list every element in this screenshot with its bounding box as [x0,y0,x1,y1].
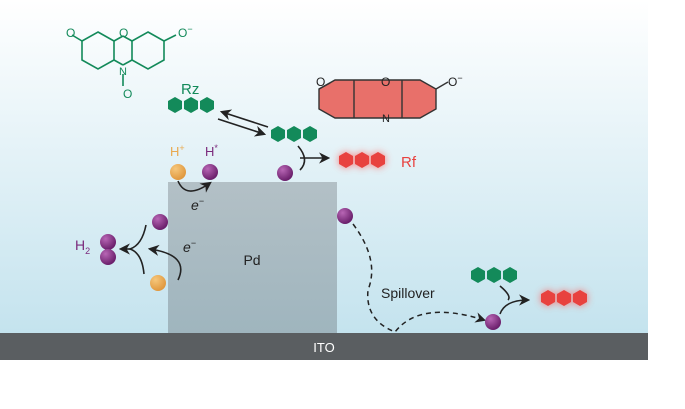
hydrogen-atom-ball [152,214,168,230]
resazurin-ring-oxygen: O [119,26,128,40]
spillover-path-arrow [352,223,487,333]
resorufin-oxide-label: O− [448,73,463,89]
resorufin-structure [318,79,449,119]
desorption-arrow [219,109,269,128]
reduction-arrow [297,145,328,171]
h2-atom-ball [100,249,116,265]
spillover-label: Spillover [381,285,435,301]
rz-adsorbed-molecule-icon [271,126,317,142]
rf-molecule-icon [541,290,587,306]
resazurin-structure [71,31,177,86]
resazurin-nitrogen: N [119,66,127,78]
reduction-arrow [499,285,528,315]
pd-label: Pd [243,252,260,268]
h2-label: H2 [75,237,90,256]
hydrogen-atom-ball [277,165,293,181]
pd-block [168,182,337,333]
proton-reduction-arrow [177,180,212,193]
resorufin-nitrogen: N [382,113,390,125]
rz-label: Rz [181,81,199,98]
resorufin-ring-oxygen: O [381,75,390,89]
h2-atom-ball [100,234,116,250]
electron-label: e− [183,238,196,255]
electron-transfer-arrow [147,244,182,281]
adsorption-arrow [217,118,267,137]
h-plus-label: H+ [170,143,185,159]
hydrogen-atom-ball [202,164,218,180]
resazurin-oxide-label: O− [178,24,193,40]
resorufin-oxo-label: O [316,75,325,89]
rz-molecule-icon [168,97,214,113]
rf-label: Rf [401,154,417,171]
electron-label: e− [191,196,204,213]
resazurin-n-oxide: O [123,87,132,101]
proton-ball [170,164,186,180]
rf-molecule-icon [339,152,385,168]
ito-substrate [0,333,648,360]
rz-molecule-icon [471,267,517,283]
ito-label: ITO [313,340,334,355]
resazurin-oxo-label: O [66,26,75,40]
spilled-hydrogen-ball [485,314,501,330]
spillover-hydrogen-ball [337,208,353,224]
proton-ball [150,275,166,291]
h-star-label: H* [205,143,218,159]
